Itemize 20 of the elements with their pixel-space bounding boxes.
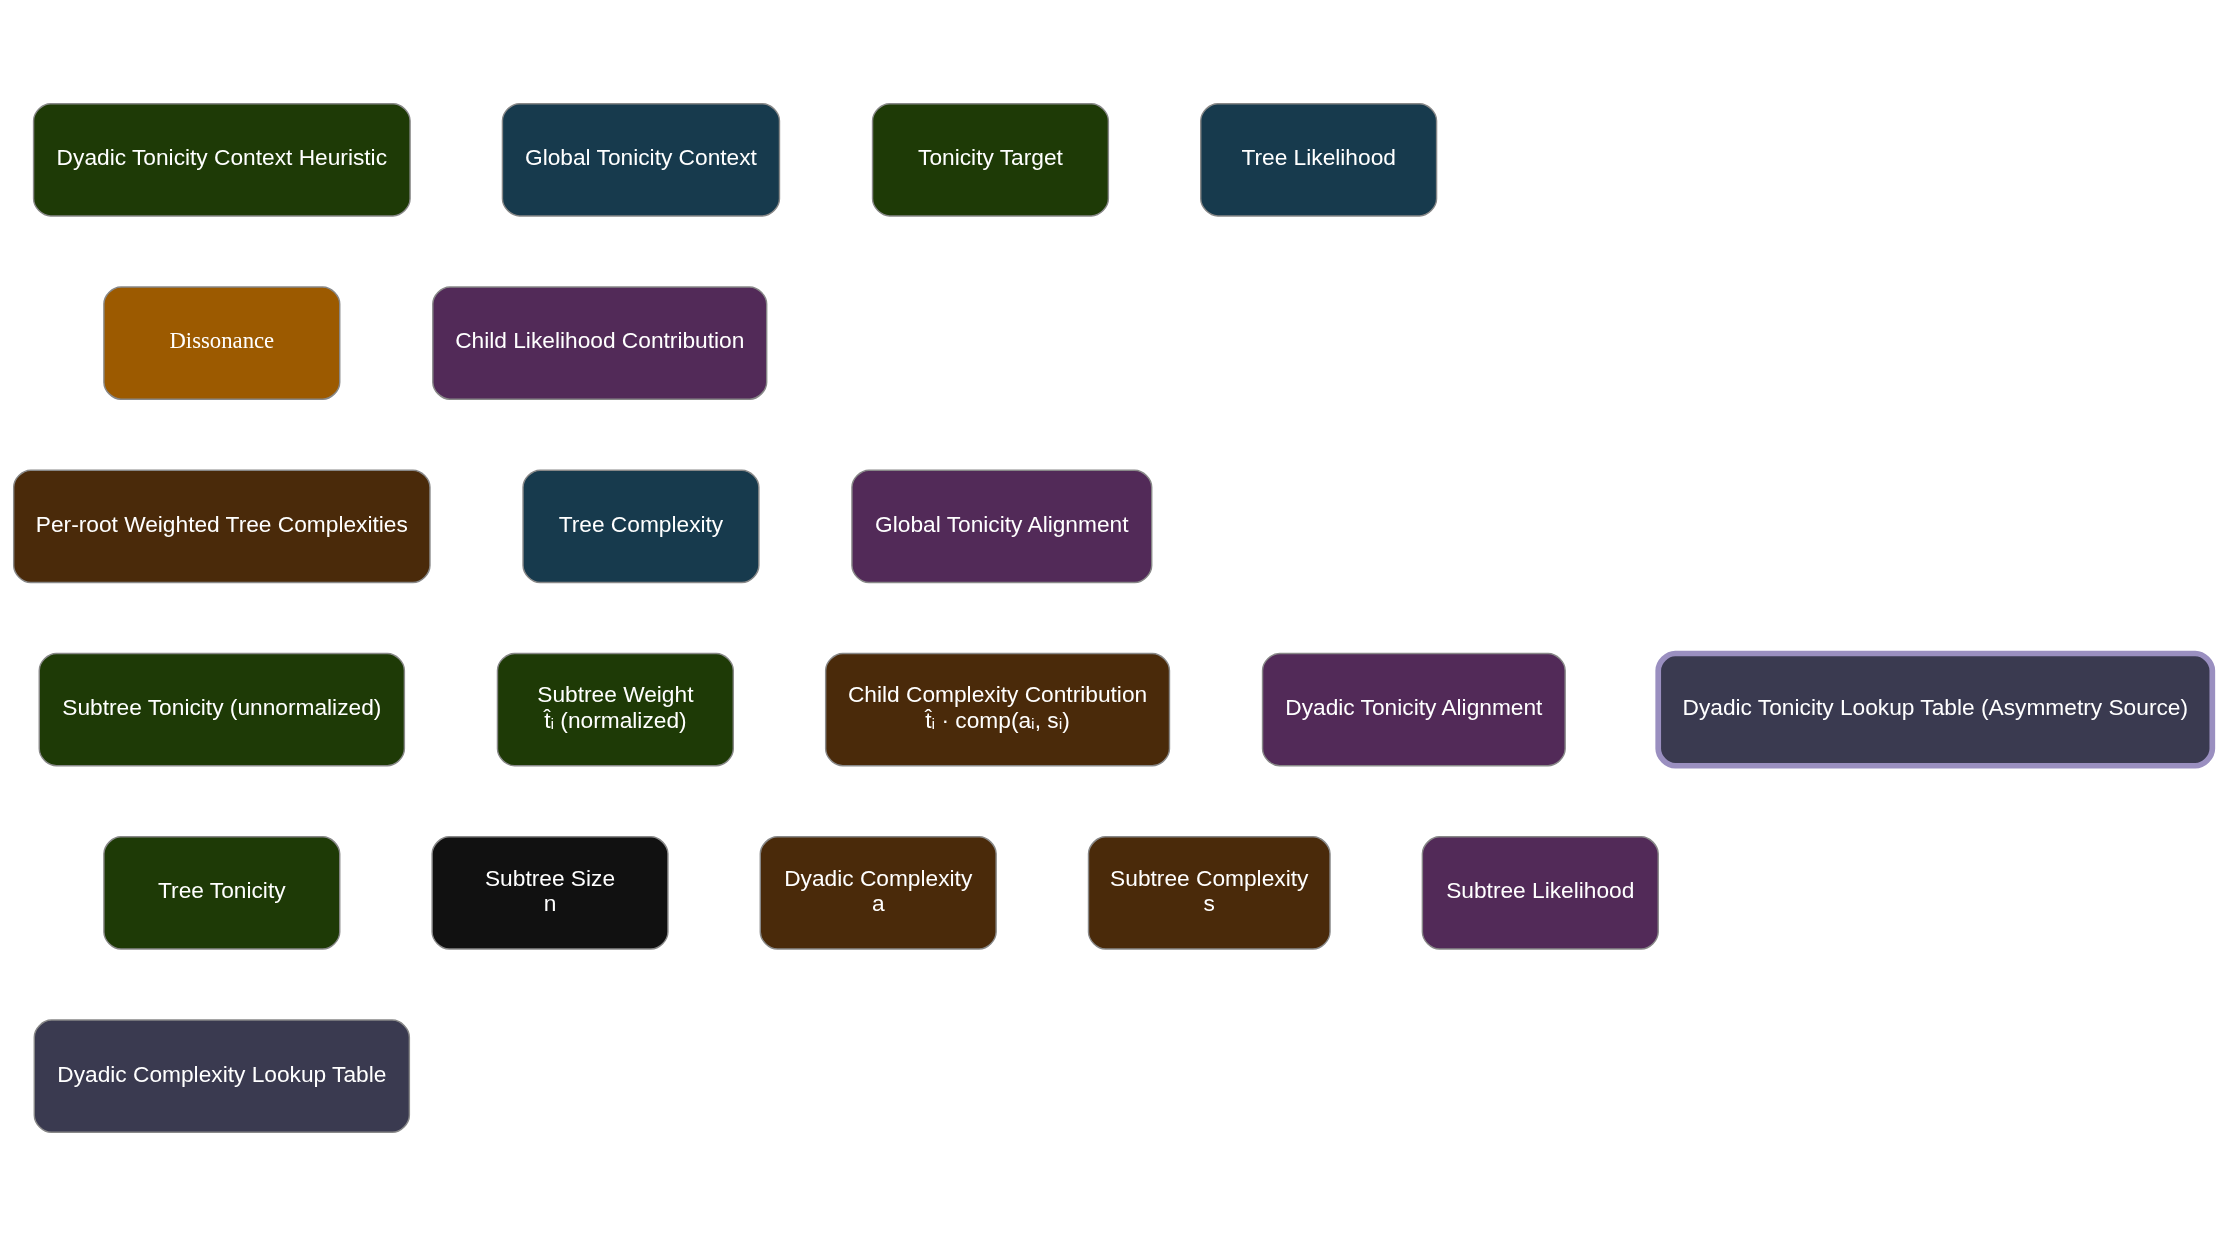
- node-box: Dyadic Complexity Lookup Table: [33, 1019, 411, 1134]
- node-box: Per-root Weighted Tree Complexities: [12, 469, 431, 584]
- node-box: Dyadic Tonicity Lookup Table (Asymmetry Source): [1655, 650, 2216, 769]
- node-box: Dissonance: [103, 286, 341, 400]
- node-box: Subtree Weight t̂ᵢ (normalized): [496, 652, 734, 767]
- node-box: Tonicity Target: [871, 102, 1110, 217]
- node-box: Dyadic Tonicity Context Heuristic: [32, 102, 411, 217]
- node-box: Tree Tonicity: [103, 836, 341, 950]
- node-box: Child Likelihood Contribution: [432, 286, 768, 400]
- node-box: Subtree Tonicity (unnormalized): [38, 652, 406, 767]
- node-box: Dyadic Complexity a: [759, 836, 997, 950]
- node-box: Tree Likelihood: [1200, 102, 1438, 217]
- node-box: Global Tonicity Alignment: [851, 469, 1153, 584]
- node-box: Tree Complexity: [522, 469, 760, 584]
- node-box: Dyadic Tonicity Alignment: [1261, 652, 1566, 767]
- node-box: Subtree Likelihood: [1421, 836, 1659, 950]
- node-box: Global Tonicity Context: [501, 102, 781, 217]
- node-box: Subtree Size n: [431, 836, 669, 950]
- node-box: Subtree Complexity s: [1087, 836, 1331, 950]
- node-box: Child Complexity Contribution t̂ᵢ · comp(aᵢ, sᵢ): [824, 652, 1171, 767]
